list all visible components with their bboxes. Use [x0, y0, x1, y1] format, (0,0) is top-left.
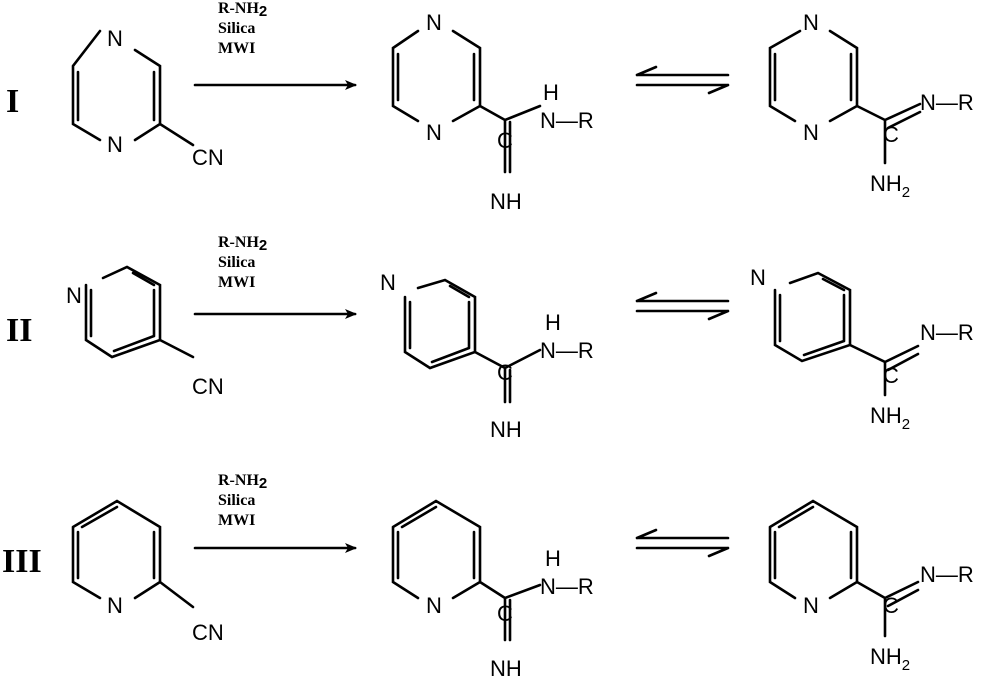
- nh-label: NH: [490, 656, 522, 681]
- tautomer-molecule-2: N C N—R NH2: [750, 265, 974, 433]
- row-3: III N CN R-NH2 Silica MWI N C H N—R NH N: [2, 472, 974, 681]
- nh2-label: NH2: [870, 171, 910, 201]
- n-r-label: N—R: [920, 320, 974, 345]
- n-r-label: N—R: [920, 90, 974, 115]
- h-label: H: [545, 546, 561, 571]
- equilibrium-arrows-1: [635, 65, 730, 95]
- n-r-label: N—R: [920, 562, 974, 587]
- carbon-label: C: [497, 360, 513, 385]
- ring-n-atom: N: [426, 120, 442, 145]
- cn-label: CN: [192, 145, 224, 170]
- svg-text:MWI: MWI: [218, 512, 255, 529]
- equilibrium-arrows-3: [635, 528, 730, 558]
- nh-r-label: N—R: [540, 108, 594, 133]
- ring-n-atom: N: [750, 265, 766, 290]
- svg-text:Silica: Silica: [218, 492, 255, 509]
- nh-label: NH: [490, 417, 522, 442]
- cn-label: CN: [192, 620, 224, 645]
- reagents-1: R-NH2 Silica MWI: [218, 0, 267, 57]
- svg-text:Silica: Silica: [218, 254, 255, 271]
- ring-n-atom: N: [380, 270, 396, 295]
- ring-n-atom: N: [803, 593, 819, 618]
- nh-label: NH: [490, 189, 522, 214]
- svg-text:R-NH2: R-NH2: [218, 472, 267, 492]
- reagents-3: R-NH2 Silica MWI: [218, 472, 267, 529]
- equilibrium-arrows-2: [635, 291, 730, 321]
- carbon-label: C: [497, 601, 513, 626]
- start-molecule-3: N CN: [71, 499, 224, 645]
- tautomer-molecule-1: N N C N—R NH2: [768, 10, 974, 201]
- ring-n-atom: N: [107, 593, 123, 618]
- product-molecule-1: N N C H N—R NH: [391, 10, 594, 214]
- reagents-2: R-NH2 Silica MWI: [218, 234, 267, 291]
- ring-n-atom: N: [426, 10, 442, 35]
- svg-text:R-NH2: R-NH2: [218, 0, 267, 20]
- nh2-label: NH2: [870, 644, 910, 674]
- row-label-1: I: [6, 83, 19, 120]
- nh2-label: NH2: [870, 403, 910, 433]
- svg-text:Silica: Silica: [218, 20, 255, 37]
- h-label: H: [543, 80, 559, 105]
- row-1: I N N CN R-NH2 Silica MWI N N C H N—R NH: [6, 0, 974, 214]
- svg-text:MWI: MWI: [218, 274, 255, 291]
- ring-n-atom: N: [803, 120, 819, 145]
- row-label-3: III: [2, 543, 42, 580]
- row-label-2: II: [6, 312, 32, 349]
- carbon-label: C: [497, 128, 513, 153]
- start-molecule-2: N CN: [66, 265, 224, 399]
- start-molecule-1: N N CN: [71, 26, 224, 170]
- ring-n-atom: N: [426, 593, 442, 618]
- row-2: II N CN R-NH2 Silica MWI N C H N—R NH N: [6, 234, 974, 442]
- carbon-label: C: [883, 363, 899, 388]
- nh-r-label: N—R: [540, 338, 594, 363]
- carbon-label: C: [883, 593, 899, 618]
- ring-n-atom: N: [66, 283, 82, 308]
- product-molecule-3: N C H N—R NH: [391, 499, 594, 681]
- carbon-label: C: [883, 122, 899, 147]
- ring-n-atom: N: [107, 26, 123, 51]
- cn-label: CN: [192, 374, 224, 399]
- tautomer-molecule-3: N C N—R NH2: [768, 499, 974, 674]
- ring-n-atom: N: [107, 132, 123, 157]
- nh-r-label: N—R: [540, 574, 594, 599]
- h-label: H: [545, 310, 561, 335]
- svg-text:MWI: MWI: [218, 40, 255, 57]
- product-molecule-2: N C H N—R NH: [380, 270, 594, 442]
- svg-text:R-NH2: R-NH2: [218, 234, 267, 254]
- ring-n-atom: N: [803, 10, 819, 35]
